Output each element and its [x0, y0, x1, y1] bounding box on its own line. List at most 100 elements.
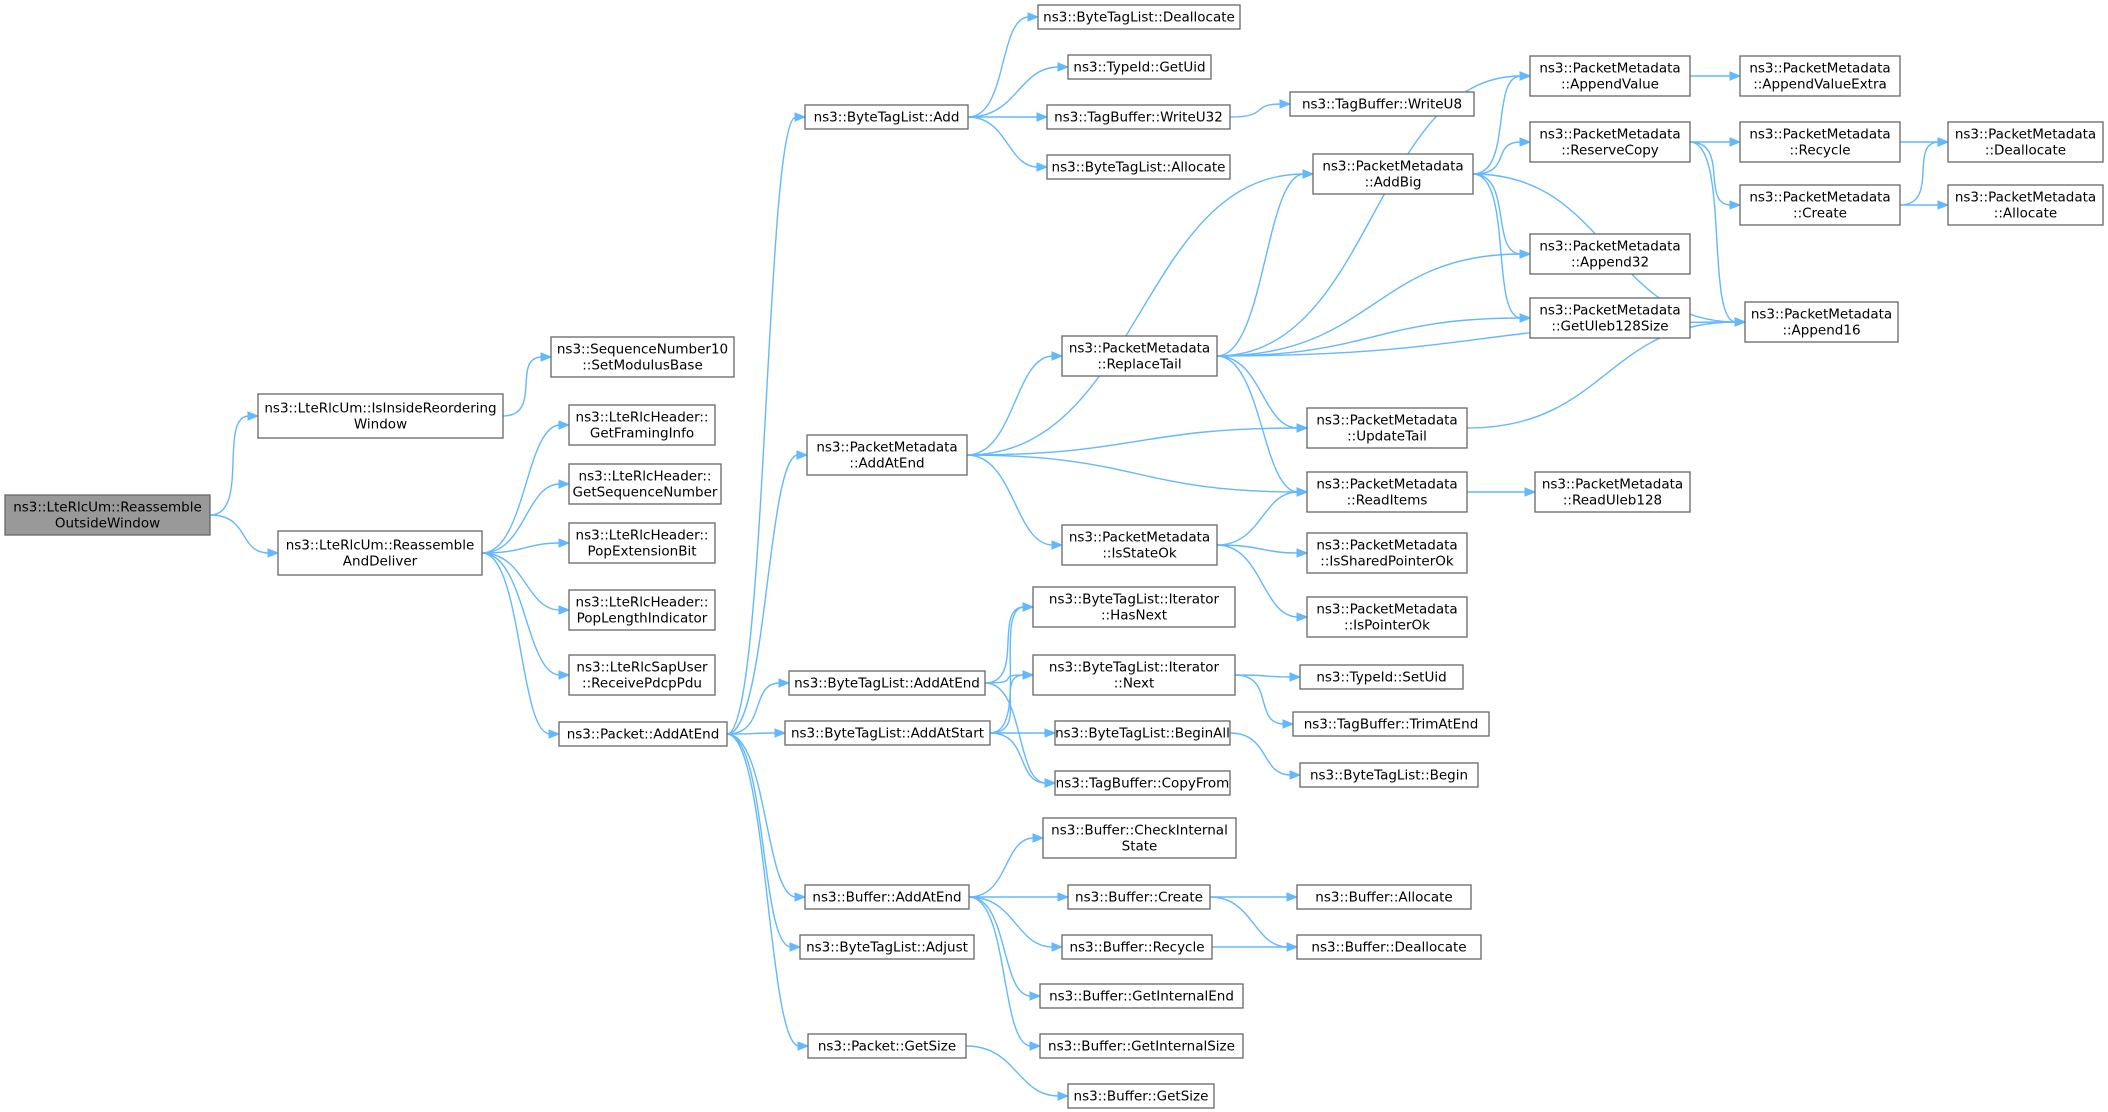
node-label: ns3::Buffer::Allocate: [1315, 890, 1452, 906]
node-pm-is-pointer[interactable]: ns3::PacketMetadata::IsPointerOk: [1306, 596, 1468, 638]
node-pm-get-uleb[interactable]: ns3::PacketMetadata::GetUleb128Size: [1529, 297, 1691, 339]
node-label: ns3::LteRlcUm::Reassemble: [13, 500, 202, 516]
node-buf-add-at-end[interactable]: ns3::Buffer::AddAtEnd: [804, 884, 970, 910]
node-buf-deallocate[interactable]: ns3::Buffer::Deallocate: [1296, 934, 1482, 960]
edge-line: [1216, 491, 1299, 546]
node-label: ns3::PacketMetadata: [1069, 530, 1210, 546]
node-tb-write-u32[interactable]: ns3::TagBuffer::WriteU32: [1046, 104, 1231, 130]
node-pm-is-state-ok[interactable]: ns3::PacketMetadata::IsStateOk: [1061, 524, 1218, 566]
node-buf-create[interactable]: ns3::Buffer::Create: [1067, 884, 1211, 910]
node-btl-it-next[interactable]: ns3::ByteTagList::Iterator::Next: [1032, 654, 1236, 696]
node-pm-append-value[interactable]: ns3::PacketMetadata::AppendValue: [1529, 55, 1691, 97]
node-label: ::Append32: [1571, 255, 1649, 271]
node-type-set-uid[interactable]: ns3::TypeId::SetUid: [1299, 664, 1464, 690]
node-buf-allocate[interactable]: ns3::Buffer::Allocate: [1296, 884, 1472, 910]
arrowhead-icon: [778, 678, 791, 688]
arrowhead-icon: [1296, 423, 1309, 433]
node-label: ns3::ByteTagList::Begin: [1310, 768, 1468, 784]
node-seq-mod[interactable]: ns3::SequenceNumber10::SetModulusBase: [550, 336, 735, 378]
node-label: ns3::LteRlcHeader::: [576, 410, 709, 426]
edge-btl-add-at-start-to-btl-it-has-next: [989, 602, 1035, 734]
node-pm-alloc[interactable]: ns3::PacketMetadata::Allocate: [1947, 184, 2104, 226]
node-label: ns3::LteRlcHeader::: [576, 528, 709, 544]
node-pop-len[interactable]: ns3::LteRlcHeader::PopLengthIndicator: [568, 589, 716, 631]
arrowhead-icon: [774, 728, 787, 738]
node-pkt-add-at-end[interactable]: ns3::Packet::AddAtEnd: [558, 721, 728, 747]
arrowhead-icon: [1296, 612, 1309, 622]
node-pm-read-items[interactable]: ns3::PacketMetadata::ReadItems: [1306, 471, 1468, 513]
arrowhead-icon: [1519, 137, 1532, 147]
node-tb-copy-from[interactable]: ns3::TagBuffer::CopyFrom: [1054, 770, 1231, 796]
node-box: [804, 884, 970, 910]
node-label: ns3::PacketMetadata: [1316, 477, 1457, 493]
node-type-get-uid[interactable]: ns3::TypeId::GetUid: [1067, 54, 1212, 80]
node-pm-is-shared[interactable]: ns3::PacketMetadata::IsSharedPointerOk: [1306, 532, 1468, 574]
arrowhead-icon: [1027, 12, 1040, 22]
node-buf-get-size[interactable]: ns3::Buffer::GetSize: [1067, 1083, 1215, 1109]
edge-pm-is-state-ok-to-pm-read-items: [1216, 487, 1309, 546]
node-label: ::Allocate: [1994, 206, 2057, 222]
node-label: ns3::PacketMetadata: [1316, 413, 1457, 429]
node-btl-it-has-next[interactable]: ns3::ByteTagList::Iterator::HasNext: [1032, 586, 1236, 628]
node-box: [1054, 720, 1231, 746]
node-label: ns3::TagBuffer::WriteU8: [1302, 97, 1462, 113]
node-box: [1039, 983, 1244, 1009]
edge-line: [481, 552, 551, 735]
arrowhead-icon: [1029, 1041, 1042, 1051]
node-tb-write-u8[interactable]: ns3::TagBuffer::WriteU8: [1289, 91, 1475, 117]
edge-pkt-get-size-to-buf-get-size: [965, 1045, 1070, 1101]
edge-buf-create-to-buf-allocate: [1210, 892, 1299, 902]
node-tb-trim-at-end[interactable]: ns3::TagBuffer::TrimAtEnd: [1292, 711, 1490, 737]
node-label: ns3::Packet::GetSize: [818, 1039, 956, 1055]
node-pm-read-uleb[interactable]: ns3::PacketMetadata::ReadUleb128: [1534, 471, 1691, 513]
node-buf-recycle[interactable]: ns3::Buffer::Recycle: [1061, 934, 1213, 960]
edge-pm-replace-tail-to-pm-get-uleb: [1216, 313, 1532, 357]
node-label: ns3::Buffer::AddAtEnd: [812, 890, 961, 906]
node-pm-create[interactable]: ns3::PacketMetadata::Create: [1739, 184, 1901, 226]
node-pm-append-value-extra[interactable]: ns3::PacketMetadata::AppendValueExtra: [1739, 55, 1901, 97]
node-pkt-get-size[interactable]: ns3::Packet::GetSize: [807, 1033, 967, 1059]
node-buf-get-internal-end[interactable]: ns3::Buffer::GetInternalEnd: [1039, 983, 1244, 1009]
node-pm-add-at-end[interactable]: ns3::PacketMetadata::AddAtEnd: [806, 434, 968, 476]
node-pm-add-big[interactable]: ns3::PacketMetadata::AddBig: [1312, 153, 1474, 195]
node-btl-add-at-start[interactable]: ns3::ByteTagList::AddAtStart: [784, 720, 991, 746]
arrowhead-icon: [1029, 991, 1042, 1001]
node-btl-begin[interactable]: ns3::ByteTagList::Begin: [1299, 762, 1479, 788]
node-btl-alloc[interactable]: ns3::ByteTagList::Allocate: [1046, 154, 1231, 180]
edge-line: [209, 415, 250, 516]
edge-line: [726, 733, 792, 948]
node-label: ::AddAtEnd: [849, 456, 924, 472]
edge-pm-replace-tail-to-pm-read-items: [1216, 355, 1309, 497]
edge-pm-create-to-pm-dealloc: [1899, 137, 1950, 206]
node-box: [1739, 184, 1901, 226]
edge-line: [1472, 141, 1522, 175]
node-label: ns3::ByteTagList::Iterator: [1049, 660, 1220, 676]
node-recv-pdcp[interactable]: ns3::LteRlcSapUser::ReceivePdcpPdu: [568, 654, 716, 696]
node-btl-begin-all[interactable]: ns3::ByteTagList::BeginAll: [1054, 720, 1231, 746]
node-pop-ext[interactable]: ns3::LteRlcHeader::PopExtensionBit: [568, 522, 716, 564]
edge-line: [726, 733, 797, 898]
node-box: [568, 404, 716, 446]
node-btl-add-at-end[interactable]: ns3::ByteTagList::AddAtEnd: [788, 670, 986, 696]
node-label: ns3::PacketMetadata: [1749, 127, 1890, 143]
node-label: ns3::LteRlcSapUser: [576, 660, 708, 676]
node-btl-dealloc[interactable]: ns3::ByteTagList::Deallocate: [1037, 4, 1241, 30]
node-btl-adjust[interactable]: ns3::ByteTagList::Adjust: [799, 934, 975, 960]
arrowhead-icon: [1051, 351, 1064, 361]
node-pm-append32[interactable]: ns3::PacketMetadata::Append32: [1529, 233, 1691, 275]
node-get-framing[interactable]: ns3::LteRlcHeader::GetFramingInfo: [568, 404, 716, 446]
node-buf-get-internal-size[interactable]: ns3::Buffer::GetInternalSize: [1039, 1033, 1244, 1059]
node-pm-recycle[interactable]: ns3::PacketMetadata::Recycle: [1739, 121, 1901, 163]
node-get-seq-num[interactable]: ns3::LteRlcHeader::GetSequenceNumber: [568, 463, 722, 505]
node-label: ns3::PacketMetadata: [1751, 307, 1892, 323]
node-btl-add[interactable]: ns3::ByteTagList::Add: [804, 104, 969, 130]
node-pm-dealloc[interactable]: ns3::PacketMetadata::Deallocate: [1947, 121, 2104, 163]
node-pm-append16[interactable]: ns3::PacketMetadata::Append16: [1744, 301, 1899, 343]
node-pm-reserve-copy[interactable]: ns3::PacketMetadata::ReserveCopy: [1529, 121, 1691, 163]
node-pm-replace-tail[interactable]: ns3::PacketMetadata::ReplaceTail: [1061, 335, 1218, 377]
node-pm-update-tail[interactable]: ns3::PacketMetadata::UpdateTail: [1306, 407, 1468, 449]
